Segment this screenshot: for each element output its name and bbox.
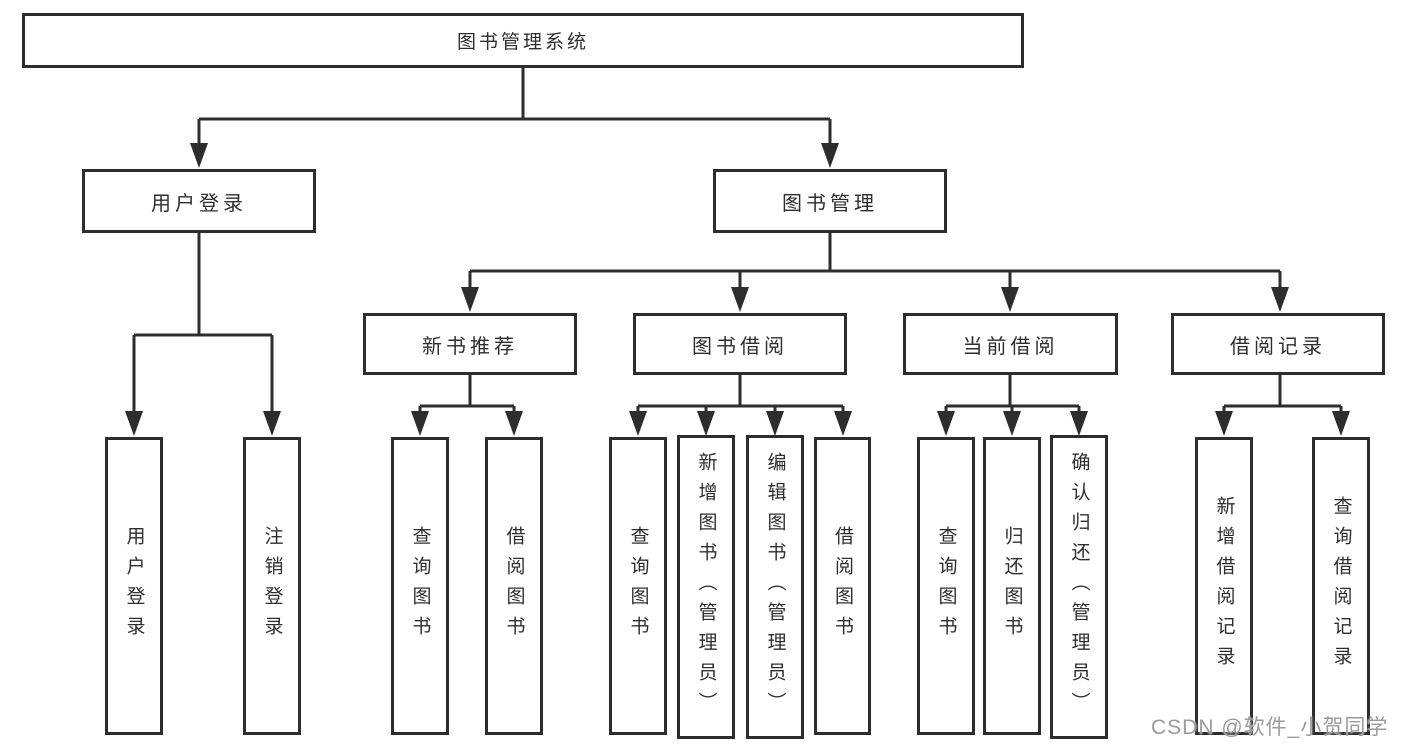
node-book-borrowing: 图书借阅 bbox=[633, 313, 847, 375]
node-borrowing-records: 借阅记录 bbox=[1171, 313, 1385, 375]
leaf-borrowing-edit-books-admin: 编辑图书（管理员） bbox=[746, 435, 804, 739]
node-book-management-system: 图书管理系统 bbox=[22, 13, 1024, 68]
node-new-book-recommend: 新书推荐 bbox=[363, 313, 577, 375]
node-user-login: 用户登录 bbox=[82, 169, 316, 233]
leaf-current-query-books: 查询图书 bbox=[917, 437, 975, 735]
leaf-recommend-query-books: 查询图书 bbox=[391, 437, 449, 735]
node-current-borrowing: 当前借阅 bbox=[903, 313, 1118, 375]
leaf-current-confirm-return-admin: 确认归还（管理员） bbox=[1050, 435, 1108, 739]
leaf-records-add-record: 新增借阅记录 bbox=[1195, 437, 1253, 735]
leaf-recommend-borrow-books: 借阅图书 bbox=[485, 437, 543, 735]
leaf-records-query-record: 查询借阅记录 bbox=[1312, 437, 1370, 735]
leaf-current-return-books: 归还图书 bbox=[983, 437, 1041, 735]
leaf-borrowing-add-books-admin: 新增图书（管理员） bbox=[677, 435, 735, 739]
leaf-borrowing-query-books: 查询图书 bbox=[609, 437, 667, 735]
arrowheads bbox=[125, 143, 1350, 436]
node-book-management: 图书管理 bbox=[713, 169, 947, 233]
csdn-watermark: CSDN @软件_小贺同学 bbox=[1151, 716, 1389, 739]
leaf-borrowing-borrow-books: 借阅图书 bbox=[814, 437, 871, 735]
leaf-user-login: 用户登录 bbox=[105, 437, 163, 735]
leaf-logout: 注销登录 bbox=[243, 437, 301, 735]
connector-lines bbox=[132, 68, 1343, 414]
